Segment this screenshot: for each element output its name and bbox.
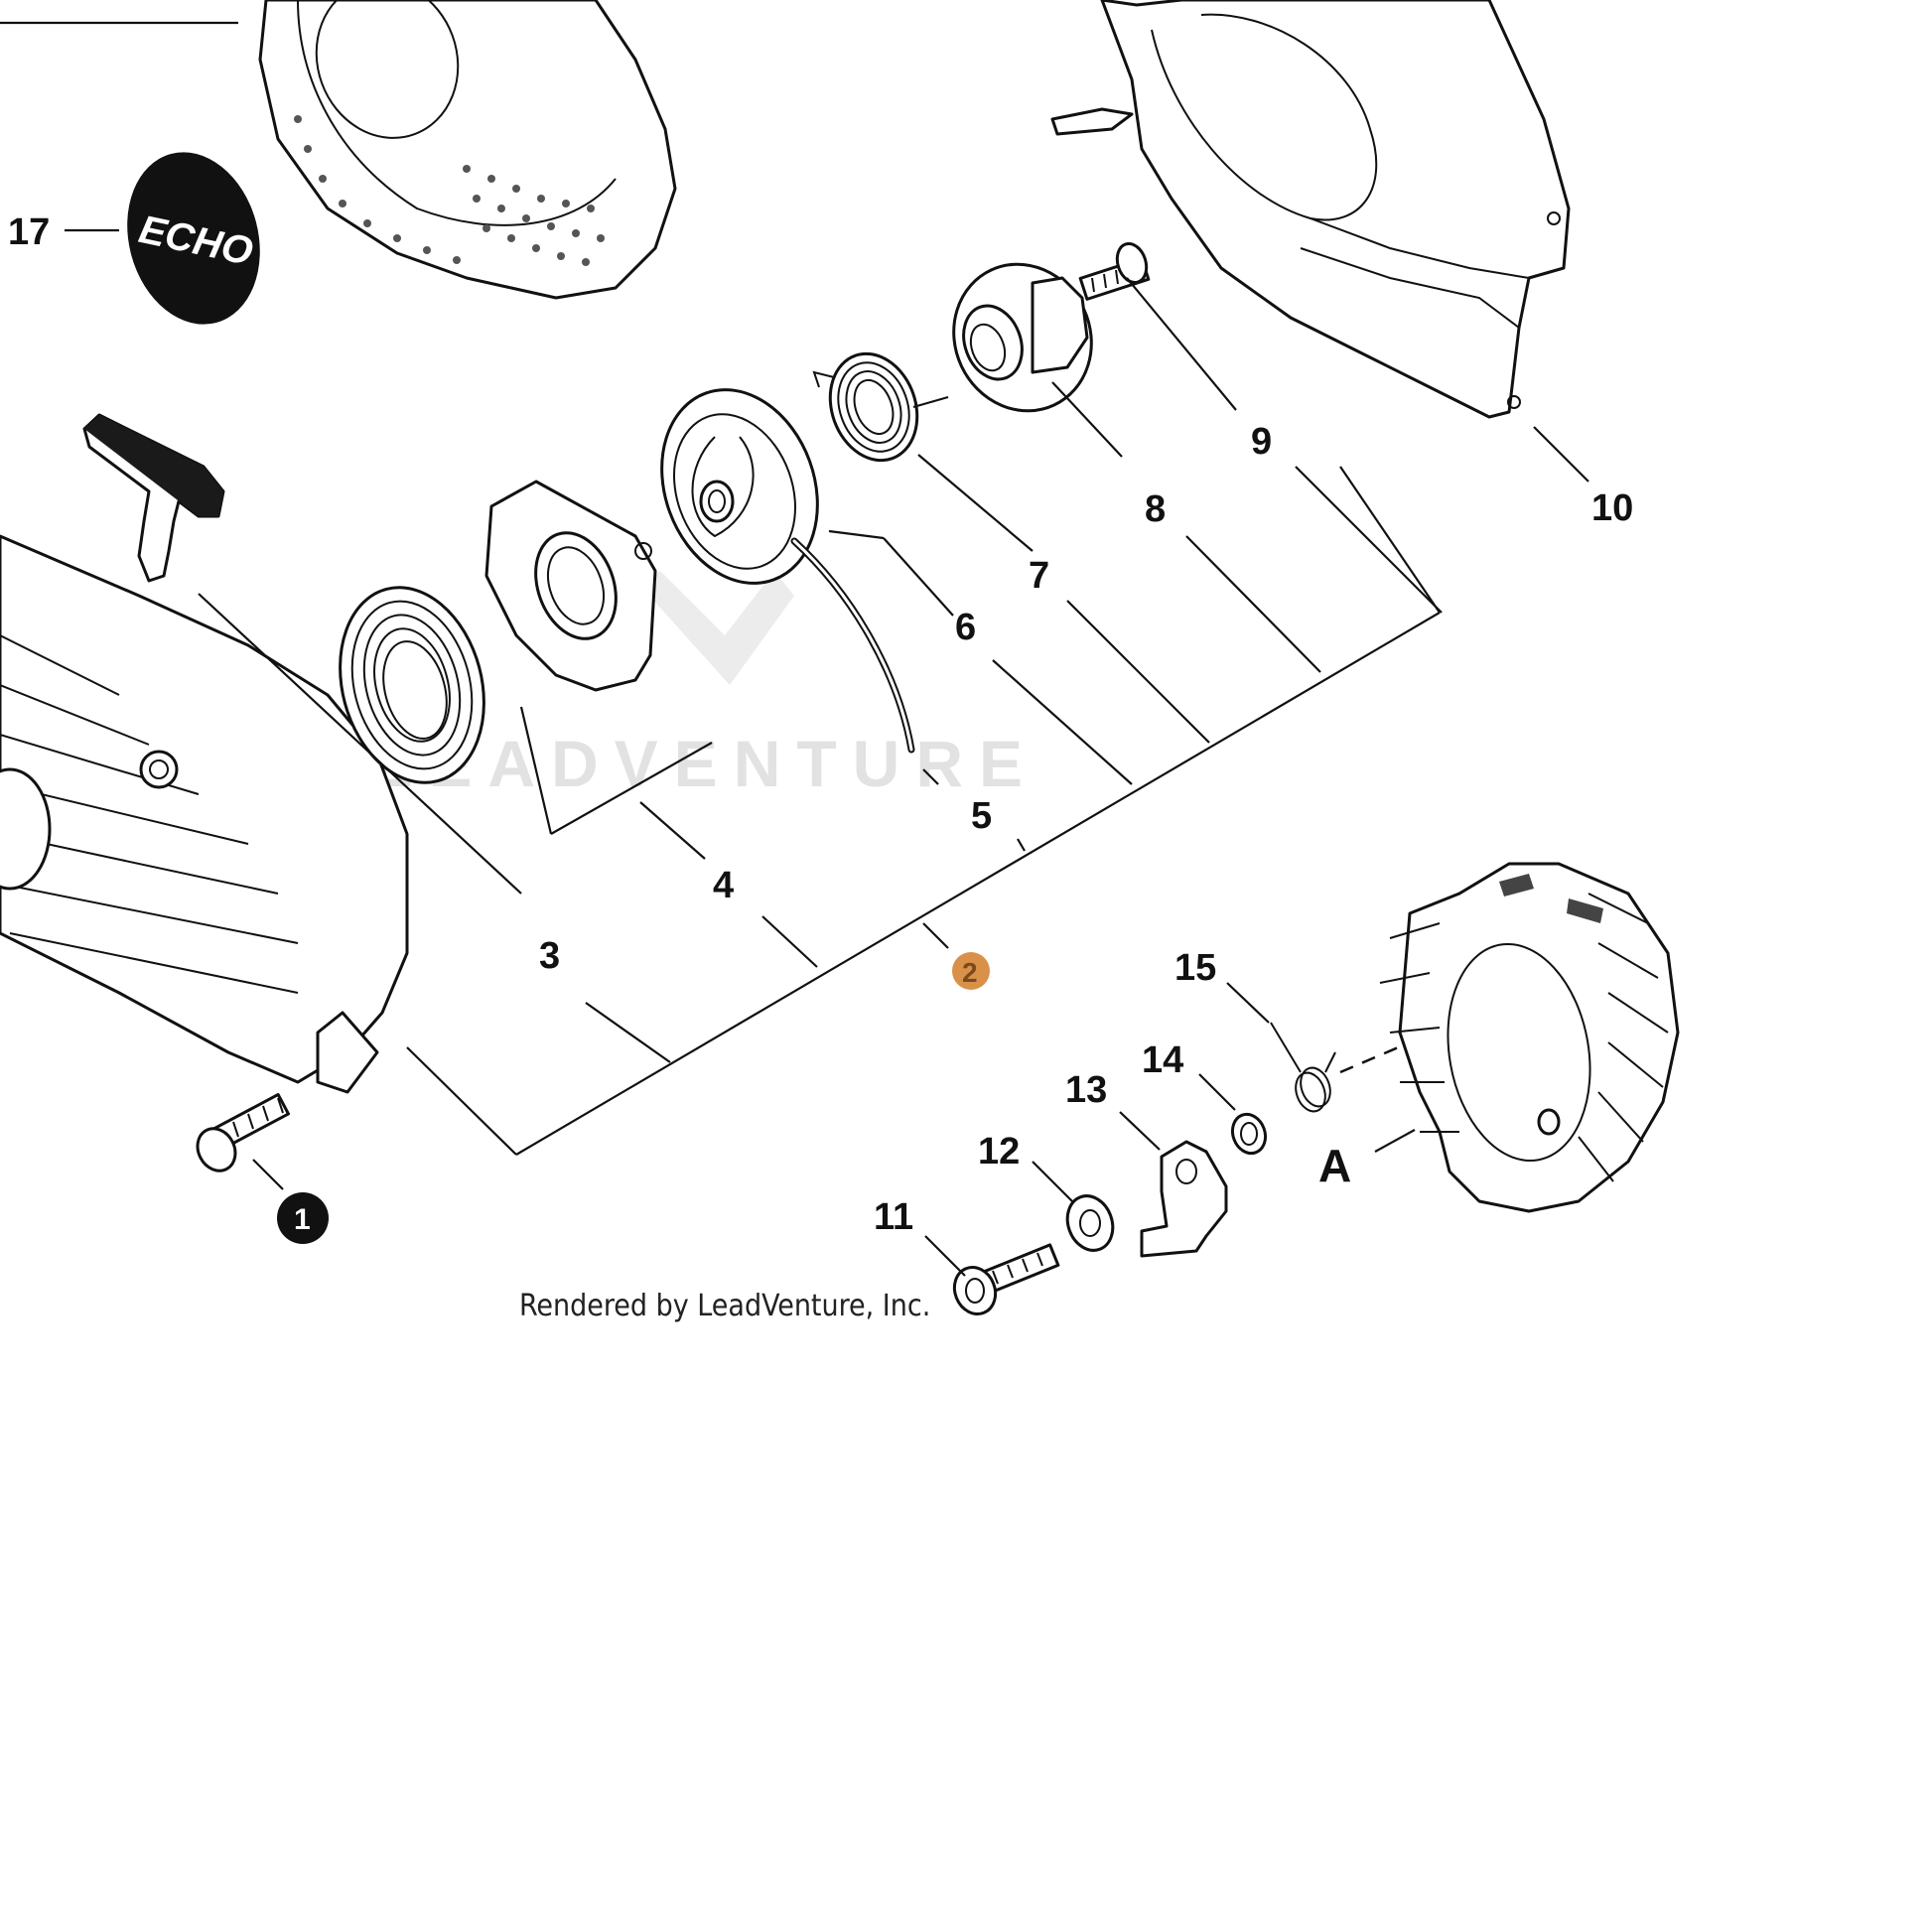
part-3-recoil-spring[interactable] — [320, 571, 505, 798]
part-starter-handle[interactable] — [82, 413, 225, 583]
callout-11[interactable]: 11 — [874, 1196, 913, 1238]
callout-6[interactable]: 6 — [955, 607, 976, 648]
callout-1-badge[interactable]: 1 — [277, 1192, 329, 1244]
callout-7[interactable]: 7 — [1029, 555, 1049, 597]
part-17-echo-logo[interactable]: ECHO — [108, 137, 278, 340]
part-14-washer[interactable] — [1227, 1110, 1271, 1159]
callout-12[interactable]: 12 — [978, 1131, 1020, 1173]
watermark: LEADVENTURE — [372, 571, 1038, 800]
callout-9[interactable]: 9 — [1251, 421, 1272, 463]
part-10-fan-cover[interactable] — [1050, 0, 1571, 419]
part-cover-top[interactable] — [258, 0, 677, 300]
callout-8[interactable]: 8 — [1145, 488, 1166, 530]
assembly-bracket-baseline — [515, 612, 1441, 1156]
part-11-bolt[interactable] — [947, 1243, 1060, 1320]
assembly-bracket-ticks — [406, 466, 1441, 1156]
callout-10[interactable]: 10 — [1591, 487, 1633, 529]
part-starter-housing[interactable] — [0, 534, 409, 1094]
part-13-pawl[interactable] — [1140, 1140, 1228, 1258]
callout-3[interactable]: 3 — [539, 935, 560, 977]
callout-2-badge[interactable]: 2 — [952, 952, 990, 990]
callout-13[interactable]: 13 — [1065, 1069, 1107, 1111]
callout-5[interactable]: 5 — [971, 795, 992, 837]
part-12-washer[interactable] — [1060, 1189, 1120, 1257]
callout-17[interactable]: 17 — [8, 211, 50, 253]
callout-2: 2 — [962, 957, 978, 988]
callout-4[interactable]: 4 — [713, 865, 734, 906]
dashed-assembly-line — [1339, 1040, 1411, 1074]
part-6-pulley[interactable] — [635, 367, 843, 605]
part-8-ratchet[interactable] — [930, 241, 1116, 433]
part-4-spring-case[interactable] — [484, 480, 657, 692]
part-15-pawl-spring[interactable] — [1270, 1022, 1336, 1116]
callout-15[interactable]: 15 — [1174, 947, 1216, 989]
part-9-bolt[interactable] — [1078, 240, 1151, 301]
credit-text: Rendered by LeadVenture, Inc. — [519, 1289, 930, 1323]
leader-lines — [198, 277, 1589, 1277]
leader-1 — [252, 1159, 284, 1190]
callout-14[interactable]: 14 — [1142, 1039, 1183, 1081]
watermark-text: LEADVENTURE — [372, 727, 1038, 800]
part-flywheel[interactable] — [1379, 862, 1680, 1213]
callout-A[interactable]: A — [1318, 1140, 1351, 1191]
part-5-starter-rope[interactable] — [790, 537, 915, 754]
part-7-coil-spring[interactable] — [812, 342, 949, 473]
watermark-emblem — [640, 571, 794, 685]
part-1-screw[interactable] — [191, 1093, 290, 1177]
callout-1: 1 — [294, 1203, 311, 1236]
